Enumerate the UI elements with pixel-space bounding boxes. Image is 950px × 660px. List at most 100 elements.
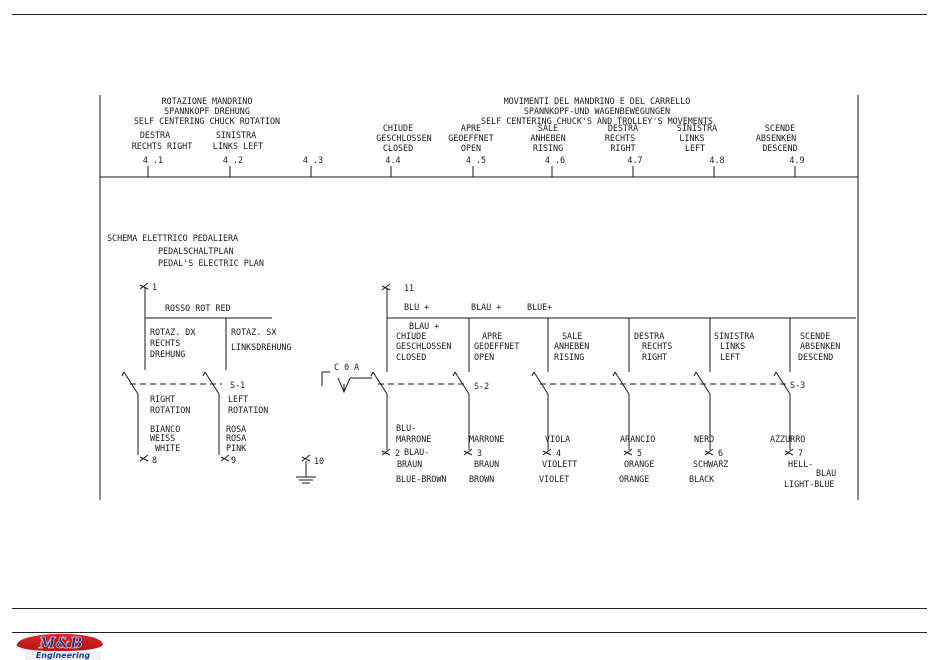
terminal-6-label: 6 (718, 448, 723, 458)
col-ref-4-8: 4.8 (709, 155, 724, 165)
func-sx-l2: LINKSDREHUNG (231, 342, 292, 352)
left-supply-label: ROSSO ROT RED (165, 303, 231, 313)
col-4-label-it: CHIUDE (383, 123, 413, 133)
col-5-label-en: OPEN (461, 143, 481, 153)
wire-rosa-de: ROSA (226, 433, 246, 443)
func-5-de: LINKS (720, 341, 745, 351)
logo-subtitle: Engineering (25, 651, 101, 660)
func-4-en: RIGHT (642, 352, 667, 362)
wire-3-en: BROWN (469, 474, 494, 484)
func-2-de: GEOEFFNET (474, 341, 519, 351)
terminal-9-symbol (220, 454, 230, 462)
wire-4-en: VIOLET (539, 474, 569, 484)
ground-terminal: 10 (296, 454, 324, 484)
col-4-label-de: GESCHLOSSEN (376, 133, 431, 143)
wire-2-en: BLUE-BROWN (396, 474, 446, 484)
col-9-label-it: SCENDE (765, 123, 795, 133)
col-1-label-it: DESTRA (140, 130, 170, 140)
func-6-it: SCENDE (800, 331, 830, 341)
func-3-de: ANHEBEN (554, 341, 589, 351)
rot-left-l1: LEFT (228, 394, 248, 404)
switch-s2-label: S-2 (474, 381, 489, 391)
col-ref-4-7: 4.7 (627, 155, 642, 165)
header-rotation-title-de: SPANNKOPF DREHUNG (164, 106, 250, 116)
switch-s3-label: S-3 (790, 380, 805, 390)
func-5-en: LEFT (720, 352, 740, 362)
wire-7-top: AZZURRO (770, 434, 805, 444)
link-c0a-shape (321, 371, 372, 394)
right-circuit: 11 BLU + BLAU + BLUE+ BLAU + CHIUDE GESC… (370, 283, 856, 489)
col-ref-4-3: 4 .3 (303, 155, 323, 165)
header-movement-title-it: MOVIMENTI DEL MANDRINO E DEL CARRELLO (504, 96, 691, 106)
func-dx-l1: ROTAZ. DX (150, 327, 195, 337)
logo-brand-text: M&B (38, 634, 84, 652)
right-terminal-symbol (381, 283, 391, 291)
terminal-9-label: 9 (231, 455, 236, 465)
schema-title-en: PEDAL'S ELECTRIC PLAN (158, 258, 264, 268)
col-6-label-it: SALE (538, 123, 558, 133)
terminal-4-label: 4 (556, 448, 561, 458)
func-dx-l2: RECHTS (150, 338, 180, 348)
func-4-it: DESTRA (634, 331, 664, 341)
switch-contacts-right (370, 371, 791, 450)
wire-7-de-l1: HELL- (788, 459, 813, 469)
wire-3-de: BRAUN (474, 459, 499, 469)
right-terminal-11-label: 11 (404, 283, 414, 293)
col-7-label-en: RIGHT (610, 143, 635, 153)
col-8-label-de: LINKS (679, 133, 704, 143)
rot-right-l1: RIGHT (150, 394, 175, 404)
wire-2-de-l2: BRAUN (397, 459, 422, 469)
right-supply-blau: BLAU + (471, 302, 501, 312)
terminal-8-label: 8 (152, 455, 157, 465)
footer-rule-upper (12, 608, 927, 609)
col-6-label-en: RISING (533, 143, 563, 153)
rot-right-l2: ROTATION (150, 405, 190, 415)
col-tick-marks (147, 166, 796, 177)
terminal-7-label: 7 (798, 448, 803, 458)
terminal-3-label: 3 (477, 448, 482, 458)
right-branch-wires (386, 318, 791, 372)
col-5-label-it: APRE (461, 123, 481, 133)
col-5-label-de: GEOEFFNET (448, 133, 493, 143)
func-2-it: APRE (482, 331, 502, 341)
col-ref-4-5: 4 .5 (466, 155, 486, 165)
func-5-it: SINISTRA (714, 331, 754, 341)
func-6-de: ABSENKEN (800, 341, 840, 351)
terminal-10-symbol (301, 454, 311, 462)
switch-contact-sx (202, 371, 220, 455)
header-rotation-title-it: ROTAZIONE MANDRINO (162, 96, 253, 106)
wire-6-de: SCHWARZ (693, 459, 728, 469)
right-supply-blue: BLUE+ (527, 302, 552, 312)
col-ref-4-2: 4 .2 (223, 155, 243, 165)
func-4-de: RECHTS (642, 341, 672, 351)
wire-2-de-l1: BLAU- (404, 447, 429, 457)
func-3-en: RISING (554, 352, 584, 362)
header-movement-title-en: SELF CENTERING CHUCK'S AND TROLLEY'S MOV… (481, 116, 713, 126)
wire-2-top-l2: MARRONE (396, 434, 431, 444)
schema-title-it: SCHEMA ELETTRICO PEDALIERA (107, 233, 238, 243)
link-c0a-label: C 0 A (334, 362, 359, 372)
rot-left-l2: ROTATION (228, 405, 268, 415)
terminal-2-label: 2 (395, 448, 400, 458)
left-circuit: 1 ROSSO ROT RED ROTAZ. DX RECHTS DREHUNG… (121, 282, 292, 465)
switch-contact-dx (121, 371, 139, 455)
mb-engineering-logo: M&B Engineering (13, 634, 109, 660)
wire-pink: PINK (226, 443, 247, 453)
wire-6-top: NERO (694, 434, 714, 444)
header-movement-title-de: SPANNKOPF-UND WAGENBEWEGUNGEN (524, 106, 670, 116)
left-terminal-1-label: 1 (152, 282, 157, 292)
col-ref-4-9: 4.9 (789, 155, 804, 165)
switch-s1-label: S-1 (230, 380, 245, 390)
func-6-en: DESCEND (798, 352, 833, 362)
col-7-label-it: DESTRA (608, 123, 638, 133)
wire-7-de-l2: BLAU (816, 468, 836, 478)
wire-5-de: ORANGE (624, 459, 654, 469)
col-1-label-de-en: RECHTS RIGHT (132, 141, 193, 151)
right-supply-blau-first: BLAU + (409, 321, 439, 331)
col-ref-4-6: 4 .6 (545, 155, 565, 165)
ground-symbol (296, 461, 316, 484)
wire-4-de: VIOLETT (542, 459, 577, 469)
wire-2-top-l1: BLU- (396, 423, 416, 433)
func-3-it: SALE (562, 331, 582, 341)
